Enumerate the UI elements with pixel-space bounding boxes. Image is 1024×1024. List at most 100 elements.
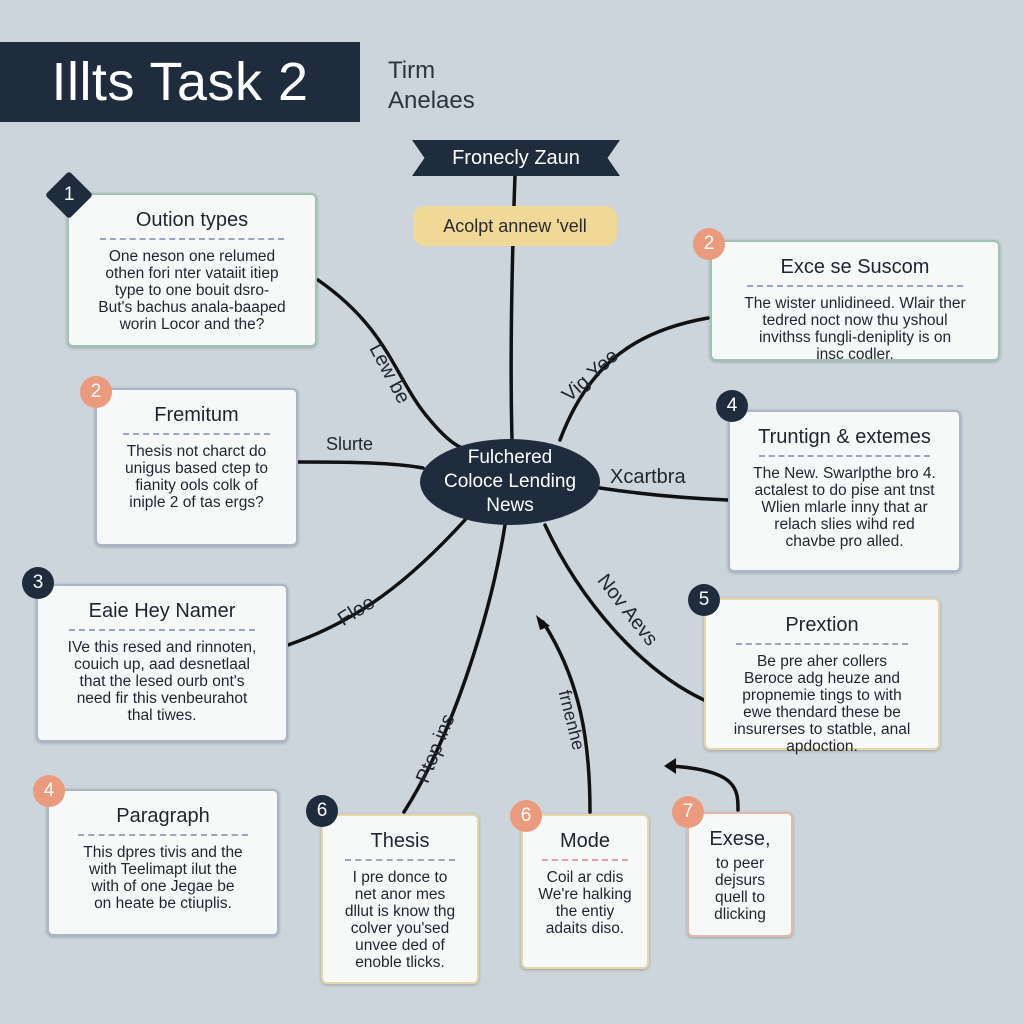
card-title: Oution types <box>135 209 249 231</box>
card-divider <box>747 285 963 287</box>
top-ribbon: Fronecly Zaun <box>412 140 620 176</box>
branch-label-xcartbra: Xcartbra <box>610 466 686 488</box>
card-body-line: unvee ded of <box>355 937 445 954</box>
badge-4-right: 4 <box>716 390 748 422</box>
card-mode: Mode Coil ar cdis We're halking the enti… <box>521 814 649 969</box>
title-banner: Illts Task 2 <box>0 42 360 122</box>
card-title: Exese, <box>709 828 771 850</box>
card-body-line: This dpres tivis and the <box>83 844 243 861</box>
card-body-line: Be pre aher collers <box>756 653 888 670</box>
card-body-line: fianity ools colk of <box>135 477 258 494</box>
card-body-line: thal tiwes. <box>127 707 197 724</box>
card-body-line: ewe thendard these be <box>743 704 901 721</box>
card-eaie-hey-namer: Eaie Hey Namer IVe this resed and rinnot… <box>36 584 288 742</box>
card-body: to peer dejsurs quell to dlicking <box>697 855 783 923</box>
link-fremitum <box>296 460 425 470</box>
ribbon-label: Fronecly Zaun <box>452 146 580 169</box>
card-body-line: dllut is know thg <box>344 903 456 920</box>
card-body-line: IVe this resed and rinnoten, <box>67 639 257 656</box>
card-body-line: The New. Swarlpthe bro 4. <box>753 465 936 482</box>
badge-7: 7 <box>672 796 704 828</box>
card-thesis: Thesis I pre donce to net anor mes dllut… <box>321 814 479 984</box>
badge-4-left: 4 <box>33 775 65 807</box>
subtitle-line-1: Tirm <box>388 57 436 84</box>
card-body-line: to peer <box>715 855 765 872</box>
card-excese-suscom: Exce se Suscom The wister unlidineed. Wl… <box>710 240 1000 363</box>
card-body-line: propnemie tings to with <box>742 687 902 704</box>
card-body-line: dejsurs <box>715 872 765 889</box>
card-body-line: actalest to do pise ant tnst <box>754 482 935 499</box>
badge-number: 6 <box>316 800 328 821</box>
card-body-line: Thesis not charct do <box>126 443 267 460</box>
card-body: One neson one relumed othen fori nter va… <box>77 248 307 333</box>
card-body: The wister unlidineed. Wlair ther tedred… <box>720 295 990 363</box>
badge-number: 6 <box>520 805 532 826</box>
card-body-line: need fir this venbeurahot <box>76 690 248 707</box>
card-body-line: with of one Jegae be <box>91 878 235 895</box>
card-body-line: Wlien mlarle inny that ar <box>761 499 928 516</box>
card-body-line: with Teelimapt ilut the <box>89 861 237 878</box>
card-exese: Exese, to peer dejsurs quell to dlicking <box>687 812 793 937</box>
card-body-line: that the lesed ourb ont's <box>79 673 245 690</box>
card-body: The New. Swarlpthe bro 4. actalest to do… <box>738 465 951 550</box>
card-oution-types: Oution types One neson one relumed othen… <box>67 193 317 347</box>
badge-number: 4 <box>43 780 55 801</box>
card-body-line: tedred noct now thu yshoul <box>762 312 948 329</box>
card-title: Fremitum <box>154 404 239 426</box>
badge-number: 5 <box>698 589 710 610</box>
badge-number: 2 <box>90 381 102 402</box>
card-body-line: insc codler. <box>816 346 894 363</box>
card-body-line: But's bachus anala-baaped <box>98 299 286 316</box>
card-title: Mode <box>559 830 611 852</box>
card-prextion: Prextion Be pre aher collers Beroce adg … <box>704 598 940 755</box>
center-node: Fulchered Coloce Lending News <box>420 439 600 525</box>
link-eaie <box>286 518 467 647</box>
card-title: Prextion <box>785 614 859 636</box>
pill-label: Acolpt annew 'vell <box>443 215 587 236</box>
badge-number: 7 <box>682 801 694 822</box>
card-title: Paragraph <box>116 805 210 827</box>
card-body: This dpres tivis and the with Teelimapt … <box>57 844 269 912</box>
card-divider <box>123 433 270 435</box>
badge-2-right: 2 <box>693 228 725 260</box>
subtitle: Tirm Anelaes <box>388 56 475 116</box>
card-body-line: I pre donce to <box>352 869 448 886</box>
card-body-line: quell to <box>715 889 765 906</box>
badge-6-thesis: 6 <box>306 795 338 827</box>
top-pill: Acolpt annew 'vell <box>413 206 617 246</box>
card-title: Exce se Suscom <box>780 256 930 278</box>
card-divider <box>344 859 456 861</box>
card-title: Thesis <box>370 830 430 852</box>
card-divider <box>69 629 255 631</box>
card-body-line: insurerses to statble, anal <box>733 721 911 738</box>
arrowhead-mode <box>536 615 550 630</box>
branch-label-slurte: Slurte <box>326 434 374 454</box>
badge-number: 2 <box>703 233 715 254</box>
card-divider <box>759 455 930 457</box>
card-body-line: unigus based ctep to <box>124 460 269 477</box>
card-body-line: apdoction. <box>786 738 858 755</box>
link-mode <box>541 620 592 814</box>
link-thesis <box>402 523 507 814</box>
badge-number: 4 <box>726 395 738 416</box>
card-paragraph: Paragraph This dpres tivis and the with … <box>47 789 279 936</box>
card-body: Coil ar cdis We're halking the entiy ada… <box>531 869 639 937</box>
link-truntign <box>598 486 730 502</box>
card-body-line: othen fori nter vataiit itiep <box>105 265 279 282</box>
card-body-line: couich up, aad desnetlaal <box>74 656 250 673</box>
card-body-line: the entiy <box>555 903 615 920</box>
card-body: Be pre aher collers Beroce adg heuze and… <box>714 653 930 755</box>
center-line-2: Coloce Lending <box>443 471 577 492</box>
badge-2-left: 2 <box>80 376 112 408</box>
card-body-line: on heate be ctiuplis. <box>94 895 232 912</box>
card-body: IVe this resed and rinnoten, couich up, … <box>46 639 278 724</box>
card-divider <box>100 238 284 240</box>
card-body-line: net anor mes <box>354 886 446 903</box>
subtitle-line-2: Anelaes <box>388 87 475 114</box>
card-title: Eaie Hey Namer <box>88 600 236 622</box>
card-body-line: chavbe pro alled. <box>785 533 904 550</box>
center-line-1: Fulchered <box>467 447 553 468</box>
badge-number: 1 <box>63 183 75 205</box>
badge-6-mode: 6 <box>510 800 542 832</box>
card-body: I pre donce to net anor mes dllut is kno… <box>331 869 469 971</box>
